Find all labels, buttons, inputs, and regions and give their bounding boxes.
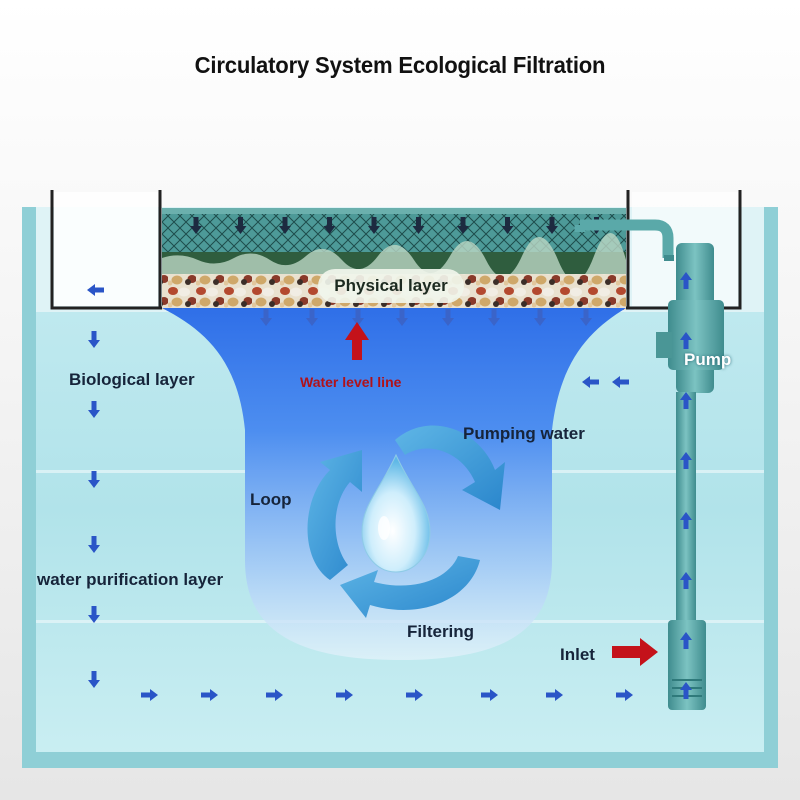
drip-arrow-icon (412, 217, 425, 234)
drip-arrow-icon (501, 217, 514, 234)
red-up-arrow-icon (345, 322, 369, 360)
drip-arrow-icon (352, 309, 364, 326)
up-arrow-icon (680, 572, 692, 589)
drip-arrow-icon (546, 217, 558, 234)
drip-arrow-icon (580, 309, 592, 326)
drip-arrow-icon (396, 309, 408, 326)
tank-right-wall (764, 207, 778, 767)
up-arrow-icon (680, 632, 692, 649)
right-arrow-icon (201, 689, 218, 701)
drip-arrow-icon (190, 217, 202, 234)
drip-arrow-icon (442, 309, 454, 326)
drip-arrow-icon (234, 217, 247, 234)
cycle-arrows-icon (307, 425, 505, 618)
down-arrow-icon (88, 606, 100, 623)
drip-arrow-icon (368, 217, 380, 234)
loop-label: Loop (250, 490, 292, 509)
pumping-water-label: Pumping water (463, 424, 585, 443)
physical-layer-label: Physical layer (318, 269, 464, 303)
up-arrow-icon (680, 682, 692, 699)
up-arrow-icon (680, 332, 692, 349)
down-arrow-icon (88, 401, 100, 418)
drip-arrow-icon (457, 217, 469, 234)
up-arrow-icon (680, 272, 692, 289)
flow-arrows (87, 272, 692, 701)
drip-arrow-icon (323, 217, 336, 234)
left-arrow-icon (582, 376, 599, 388)
down-arrow-icon (88, 671, 100, 688)
red-inlet-arrow-icon (612, 638, 658, 666)
tank-bottom (22, 752, 778, 768)
tank-left-wall (22, 207, 36, 767)
down-arrow-icon (88, 536, 100, 553)
drip-arrow-icon (534, 309, 546, 326)
water-purification-layer-label: water purification layer (37, 570, 224, 589)
inlet-label: Inlet (560, 645, 595, 664)
down-arrow-icon (88, 331, 100, 348)
right-arrow-icon (336, 689, 353, 701)
up-arrow-icon (680, 512, 692, 529)
page-title: Circulatory System Ecological Filtration (194, 52, 606, 78)
up-arrow-icon (680, 392, 692, 409)
right-arrow-icon (266, 689, 283, 701)
drip-arrow-icon (279, 217, 291, 234)
right-arrow-icon (406, 689, 423, 701)
return-pipe (580, 219, 674, 258)
drip-arrow-icon (488, 309, 500, 326)
drip-arrow-icon (260, 309, 272, 326)
biological-layer-label: Biological layer (69, 370, 195, 389)
right-arrow-icon (141, 689, 158, 701)
water-level-line-label: Water level line (300, 374, 402, 390)
up-arrow-icon (680, 452, 692, 469)
water-drop-icon (361, 453, 431, 573)
pump-motor (668, 300, 724, 370)
right-arrow-icon (616, 689, 633, 701)
drip-arrow-icon (306, 309, 318, 326)
left-arrow-icon (87, 284, 104, 296)
right-arrow-icon (546, 689, 563, 701)
right-arrow-icon (481, 689, 498, 701)
down-arrow-icon (88, 471, 100, 488)
pump-label: Pump (684, 350, 732, 369)
left-arrow-icon (612, 376, 629, 388)
filtering-label: Filtering (407, 622, 475, 641)
